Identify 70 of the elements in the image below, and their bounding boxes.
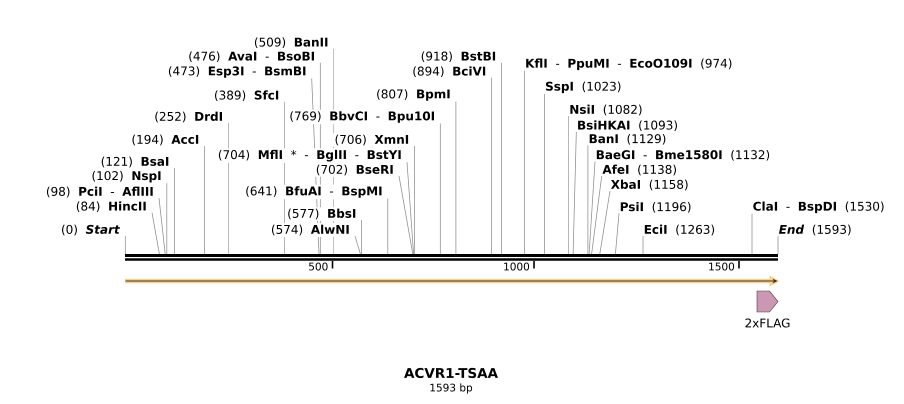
leader-line (333, 48, 334, 254)
leader-line (501, 62, 502, 254)
leader-line (491, 77, 492, 254)
leader-line (398, 176, 414, 254)
enzyme-site-label: EciI (1263) (644, 224, 714, 236)
enzyme-site-label: End (1593) (778, 224, 851, 236)
scale-label: 1000 (504, 262, 530, 270)
enzyme-site-label: (102) NspI (92, 170, 160, 182)
leader-line (320, 62, 321, 254)
enzyme-site-label: (706) XmnI (336, 134, 408, 146)
enzyme-site-label: (121) BsaI (102, 156, 168, 168)
scale-label: 1500 (709, 262, 734, 270)
leader-line (524, 70, 525, 254)
enzyme-site-label: (476) AvaI - BsoBI (189, 51, 314, 62)
sequence-backbone (125, 254, 778, 261)
leader-line (204, 146, 205, 254)
leader-line (572, 131, 577, 254)
leader-line (228, 122, 229, 254)
enzyme-site-label: (577) BbsI (288, 208, 356, 220)
enzyme-site-label: BaeGI - Bme1580I (1132) (596, 150, 770, 161)
leader-line (361, 220, 362, 254)
enzyme-site-label: (894) BciVI (413, 66, 486, 78)
enzyme-site-label: XbaI (1158) (610, 180, 688, 190)
enzyme-site-label: NsiI (1082) (570, 104, 642, 116)
leader-line (440, 123, 441, 254)
enzyme-site-label: (769) BbvCI - Bpu10I (290, 111, 434, 123)
enzyme-site-label: (194) AccI (132, 134, 198, 146)
leader-line (599, 190, 610, 254)
leader-line (174, 168, 175, 254)
enzyme-site-label: (252) DrdI (155, 112, 222, 122)
enzyme-site-label: (807) BpmI (377, 89, 450, 101)
leader-line (387, 198, 388, 254)
enzyme-site-label: (0) Start (62, 224, 120, 236)
leader-line (284, 101, 285, 254)
leader-line (568, 116, 569, 254)
enzyme-site-label: SspI (1023) (546, 82, 620, 94)
enzyme-site-label: ClaI - BspDI (1530) (753, 202, 884, 214)
sequence-length: 1593 bp (430, 383, 472, 394)
scale-label: 500 (309, 262, 328, 270)
enzyme-site-label: AfeI (1138) (602, 164, 676, 176)
leader-line (642, 236, 644, 254)
enzyme-site-label: (389) SfcI (215, 90, 278, 102)
leader-line (591, 176, 602, 254)
leader-line (158, 198, 166, 254)
leader-line (166, 182, 168, 254)
map-title: ACVR1-TSAA (404, 368, 498, 378)
enzyme-site-label: (704) MflI* - BglII - BstYI (218, 150, 401, 162)
enzyme-site-label: (574) AlwNI (272, 224, 349, 236)
feature-band (125, 275, 780, 287)
enzyme-site-label: (84) HincII (76, 201, 146, 212)
leader-line (615, 212, 620, 254)
leader-line (544, 93, 545, 254)
feature-label: 2xFLAG (745, 318, 790, 328)
leader-line (124, 236, 126, 254)
leader-line (406, 162, 414, 254)
enzyme-site-label: (473) Esp3I - BsmBI (168, 66, 306, 78)
enzyme-site-label: (509) BanII (254, 37, 328, 48)
enzyme-site-label: PsiI (1196) (620, 202, 690, 213)
enzyme-site-label: (641) BfuAI - BspMI (246, 186, 382, 198)
enzyme-site-label: (702) BseRI (316, 164, 393, 176)
leader-line (311, 78, 320, 254)
enzyme-site-label: (98) PciI - AflIII (46, 186, 153, 198)
enzyme-site-label: BanI (1129) (590, 134, 666, 145)
enzyme-site-label: BsiHKAI (1093) (578, 120, 677, 132)
leader-line (152, 212, 160, 254)
enzyme-site-label: KflI - PpuMI - EcoO109I (974) (526, 58, 732, 70)
leader-line (588, 160, 596, 254)
enzyme-site-label: (918) BstBI (422, 51, 496, 62)
leader-line (354, 236, 361, 254)
leader-line (414, 146, 415, 254)
